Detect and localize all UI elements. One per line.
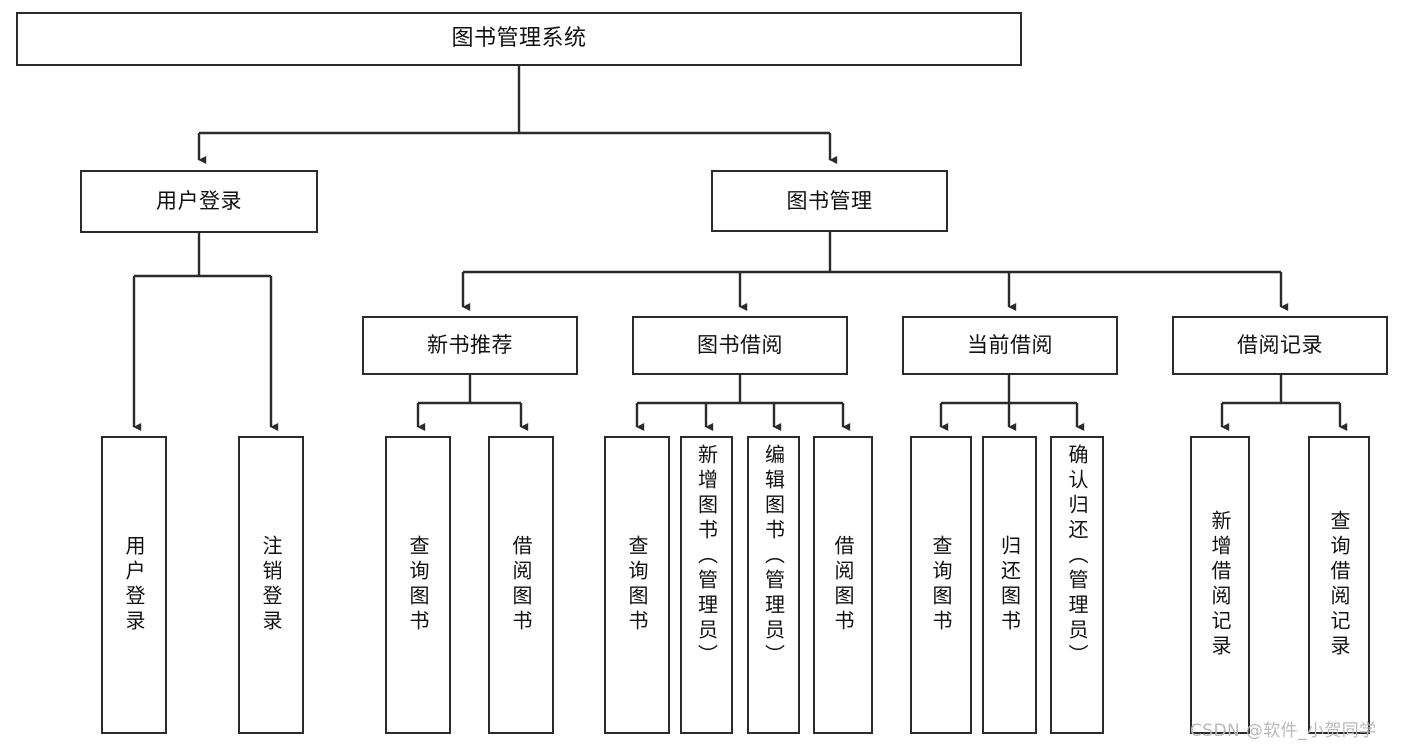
node-label: 借阅记录 [1237,333,1323,358]
node-label: 新增借阅记录 [1208,510,1232,660]
leaf-borrow-book[interactable]: 借阅图书 [813,436,873,734]
node-current-borrow[interactable]: 当前借阅 [902,316,1118,375]
node-label: 当前借阅 [967,333,1053,358]
node-label: 用户登录 [156,189,242,214]
node-label: 确认归还（管理员） [1065,444,1089,669]
node-label: 借阅图书 [831,535,855,635]
leaf-edit-book-admin[interactable]: 编辑图书（管理员） [747,436,800,734]
leaf-add-book-admin[interactable]: 新增图书（管理员） [680,436,733,734]
leaf-query-book-current[interactable]: 查询图书 [910,436,972,734]
node-label: 查询图书 [929,535,953,635]
node-label: 归还图书 [997,535,1022,635]
leaf-borrow-book-recommend[interactable]: 借阅图书 [488,436,554,734]
leaf-add-borrow-record[interactable]: 新增借阅记录 [1190,436,1250,734]
node-label: 用户登录 [122,535,146,635]
leaf-confirm-return-admin[interactable]: 确认归还（管理员） [1050,436,1104,734]
node-label: 查询图书 [406,535,430,635]
node-label: 借阅图书 [509,535,533,635]
node-label: 新书推荐 [427,333,513,358]
node-label: 图书管理系统 [451,26,587,52]
node-new-book-recommend[interactable]: 新书推荐 [362,316,578,375]
node-label: 图书借阅 [697,333,783,358]
node-label: 注销登录 [259,535,283,635]
leaf-query-book-recommend[interactable]: 查询图书 [385,436,451,734]
node-label: 查询借阅记录 [1327,510,1351,660]
node-label: 查询图书 [625,535,649,635]
leaf-query-borrow-record[interactable]: 查询借阅记录 [1308,436,1370,734]
node-book-management-system[interactable]: 图书管理系统 [16,12,1022,66]
node-book-management[interactable]: 图书管理 [711,170,948,232]
node-borrow-record[interactable]: 借阅记录 [1172,316,1388,375]
node-book-borrow[interactable]: 图书借阅 [632,316,848,375]
node-label: 图书管理 [786,188,873,213]
node-user-login[interactable]: 用户登录 [80,170,318,233]
leaf-return-book[interactable]: 归还图书 [982,436,1037,734]
node-label: 编辑图书（管理员） [761,444,786,669]
leaf-user-login[interactable]: 用户登录 [101,436,167,734]
leaf-logout-login[interactable]: 注销登录 [238,436,304,734]
leaf-query-book-borrow[interactable]: 查询图书 [604,436,670,734]
node-label: 新增图书（管理员） [694,444,719,669]
